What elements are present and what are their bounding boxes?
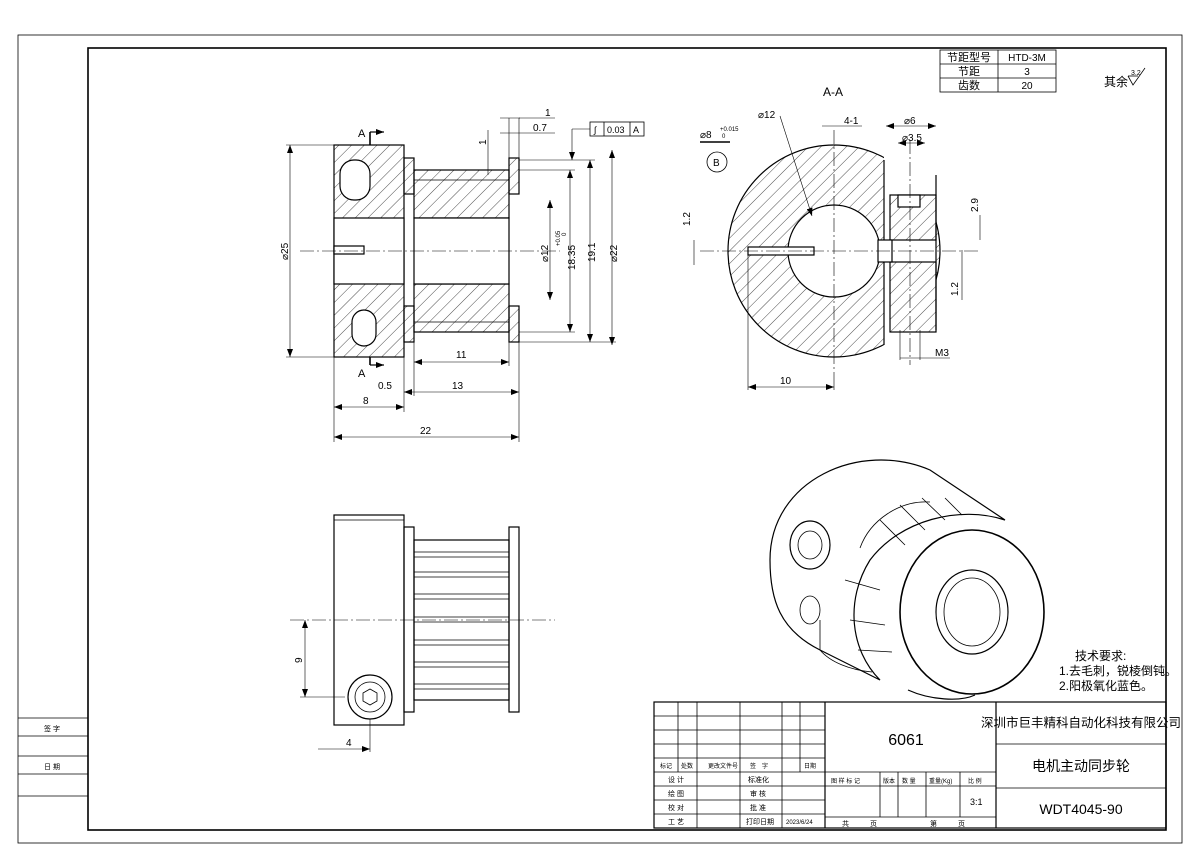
datum-label: B	[713, 158, 720, 169]
dim-side-9: 9	[294, 657, 305, 663]
surface-roughness-note: 其余 3.2	[1104, 67, 1146, 89]
side-view: 9 4	[290, 514, 555, 752]
print-date-value: 2023/6/24	[786, 820, 813, 826]
dim-sec-41: 4-1	[844, 116, 859, 127]
surface-roughness-value: 3.2	[1131, 70, 1141, 77]
tech-req-title: 技术要求:	[1075, 649, 1126, 663]
pitch-type-label: 节距型号	[947, 50, 991, 64]
company: 深圳市巨丰精科自动化科技有限公司	[981, 715, 1181, 730]
side-view-teeth	[414, 551, 509, 690]
rev-header-mark: 标记	[660, 762, 672, 770]
tol-frame-value: 0.03	[607, 125, 625, 135]
dim-sec-d35: ⌀3.5	[902, 133, 922, 144]
dim-front-d25: ⌀25	[280, 242, 291, 260]
sheet-label: 第	[930, 819, 937, 828]
outer-frame	[17, 34, 1183, 844]
dim-sec-d12: ⌀12	[758, 110, 776, 121]
pitch-table: 节距型号 HTD-3M 节距 3 齿数 20	[939, 49, 1057, 93]
dim-sec-tol8-up: +0.015	[720, 127, 739, 133]
dim-front-13: 13	[452, 381, 464, 392]
pitch-type-value: HTD-3M	[1008, 53, 1046, 64]
section-label: A-A	[823, 85, 843, 99]
front-section-view: A A ⌀25 ⌀12 +0.05 0 18.35 19.1 ⌀22 ∫ 0.0…	[280, 108, 645, 442]
pitch-value: 3	[1024, 67, 1030, 78]
isometric-view	[769, 459, 1045, 700]
cut-label-top: A	[358, 128, 366, 140]
sheet-page-label: 页	[958, 820, 965, 828]
rev-header-doc: 更改文件号	[708, 762, 738, 770]
stage-version: 版本	[883, 777, 895, 785]
dim-sec-d6: ⌀6	[904, 116, 916, 127]
part-name: 电机主动同步轮	[1032, 758, 1130, 774]
rev-header-date: 日期	[804, 762, 816, 770]
dim-front-d12: ⌀12	[540, 244, 551, 262]
side-stamp-date: 日 期	[44, 763, 60, 771]
stage-qty: 数 量	[902, 777, 916, 785]
side-stamp-sign: 签 字	[44, 724, 60, 733]
dim-front-tol-up: +0.05	[556, 230, 562, 246]
rev-header-sign: 签 字	[750, 762, 768, 770]
dim-sec-12a: 1.2	[682, 212, 693, 226]
scale-label: 比 例	[968, 777, 982, 785]
stage-mark: 图 样 标 记	[831, 777, 860, 785]
dim-sec-tol8-low: 0	[722, 134, 726, 140]
tol-frame-datum: A	[633, 125, 639, 135]
row-design: 设 计	[668, 775, 684, 784]
tech-req-item-2: 2.阳极氧化蓝色。	[1059, 679, 1153, 693]
dim-front-d22: ⌀22	[609, 244, 620, 262]
tol-frame-symbol: ∫	[593, 125, 598, 135]
dim-side-4: 4	[346, 738, 352, 749]
dim-sec-m3: M3	[935, 348, 949, 359]
dim-front-11: 11	[456, 350, 467, 361]
dim-sec-12b: 1.2	[950, 282, 961, 296]
page-label: 页	[870, 820, 877, 828]
pitch-label: 节距	[958, 65, 980, 78]
dim-sec-29: 2.9	[970, 198, 981, 212]
row-process: 工 艺	[668, 818, 684, 826]
side-stamp: 签 字 日 期	[18, 717, 88, 797]
row-check: 校 对	[668, 803, 684, 812]
dim-front-22: 22	[420, 426, 432, 437]
inner-frame	[87, 47, 1167, 831]
dim-sec-10: 10	[780, 376, 792, 387]
tech-req-item-1: 1.去毛刺，锐棱倒钝。	[1059, 663, 1177, 678]
material: 6061	[888, 732, 924, 749]
dim-front-top07: 0.7	[533, 123, 547, 134]
dim-front-1835: 18.35	[567, 245, 578, 270]
dim-front-tol-low: 0	[562, 232, 568, 236]
dim-front-top1: 1	[545, 108, 551, 119]
row-approve: 批 准	[750, 803, 766, 812]
teeth-label: 齿数	[958, 79, 980, 92]
dim-front-side1: 1	[478, 139, 489, 145]
total-label: 共	[842, 819, 849, 828]
teeth-value: 20	[1021, 81, 1033, 92]
dim-sec-d8: ⌀8	[700, 130, 712, 141]
stage-weight: 重量(Kg)	[929, 777, 952, 785]
dim-front-8: 8	[363, 396, 369, 407]
row-review: 审 核	[750, 789, 766, 798]
cut-label-bottom: A	[358, 368, 366, 380]
scale-value: 3:1	[970, 797, 983, 807]
dim-front-05: 0.5	[378, 381, 392, 392]
row-print-date: 打印日期	[746, 817, 774, 826]
row-draw: 绘 图	[668, 789, 684, 798]
drawing-number: WDT4045-90	[1039, 801, 1122, 817]
title-block: 标记 处数 更改文件号 签 字 日期 设 计 标准化 绘 图 审 核 校 对 批…	[653, 701, 1181, 829]
rev-header-count: 处数	[681, 762, 693, 770]
surface-note-text: 其余	[1104, 74, 1128, 89]
row-standard: 标准化	[748, 775, 769, 784]
aa-section-view: A-A ⌀12 ⌀8 +0.015 0 B 4-1 ⌀6 ⌀3.5 2.9 1.…	[682, 85, 981, 390]
dim-front-191: 19.1	[587, 242, 598, 262]
tech-requirements: 技术要求: 1.去毛刺，锐棱倒钝。 2.阳极氧化蓝色。	[1059, 649, 1177, 693]
